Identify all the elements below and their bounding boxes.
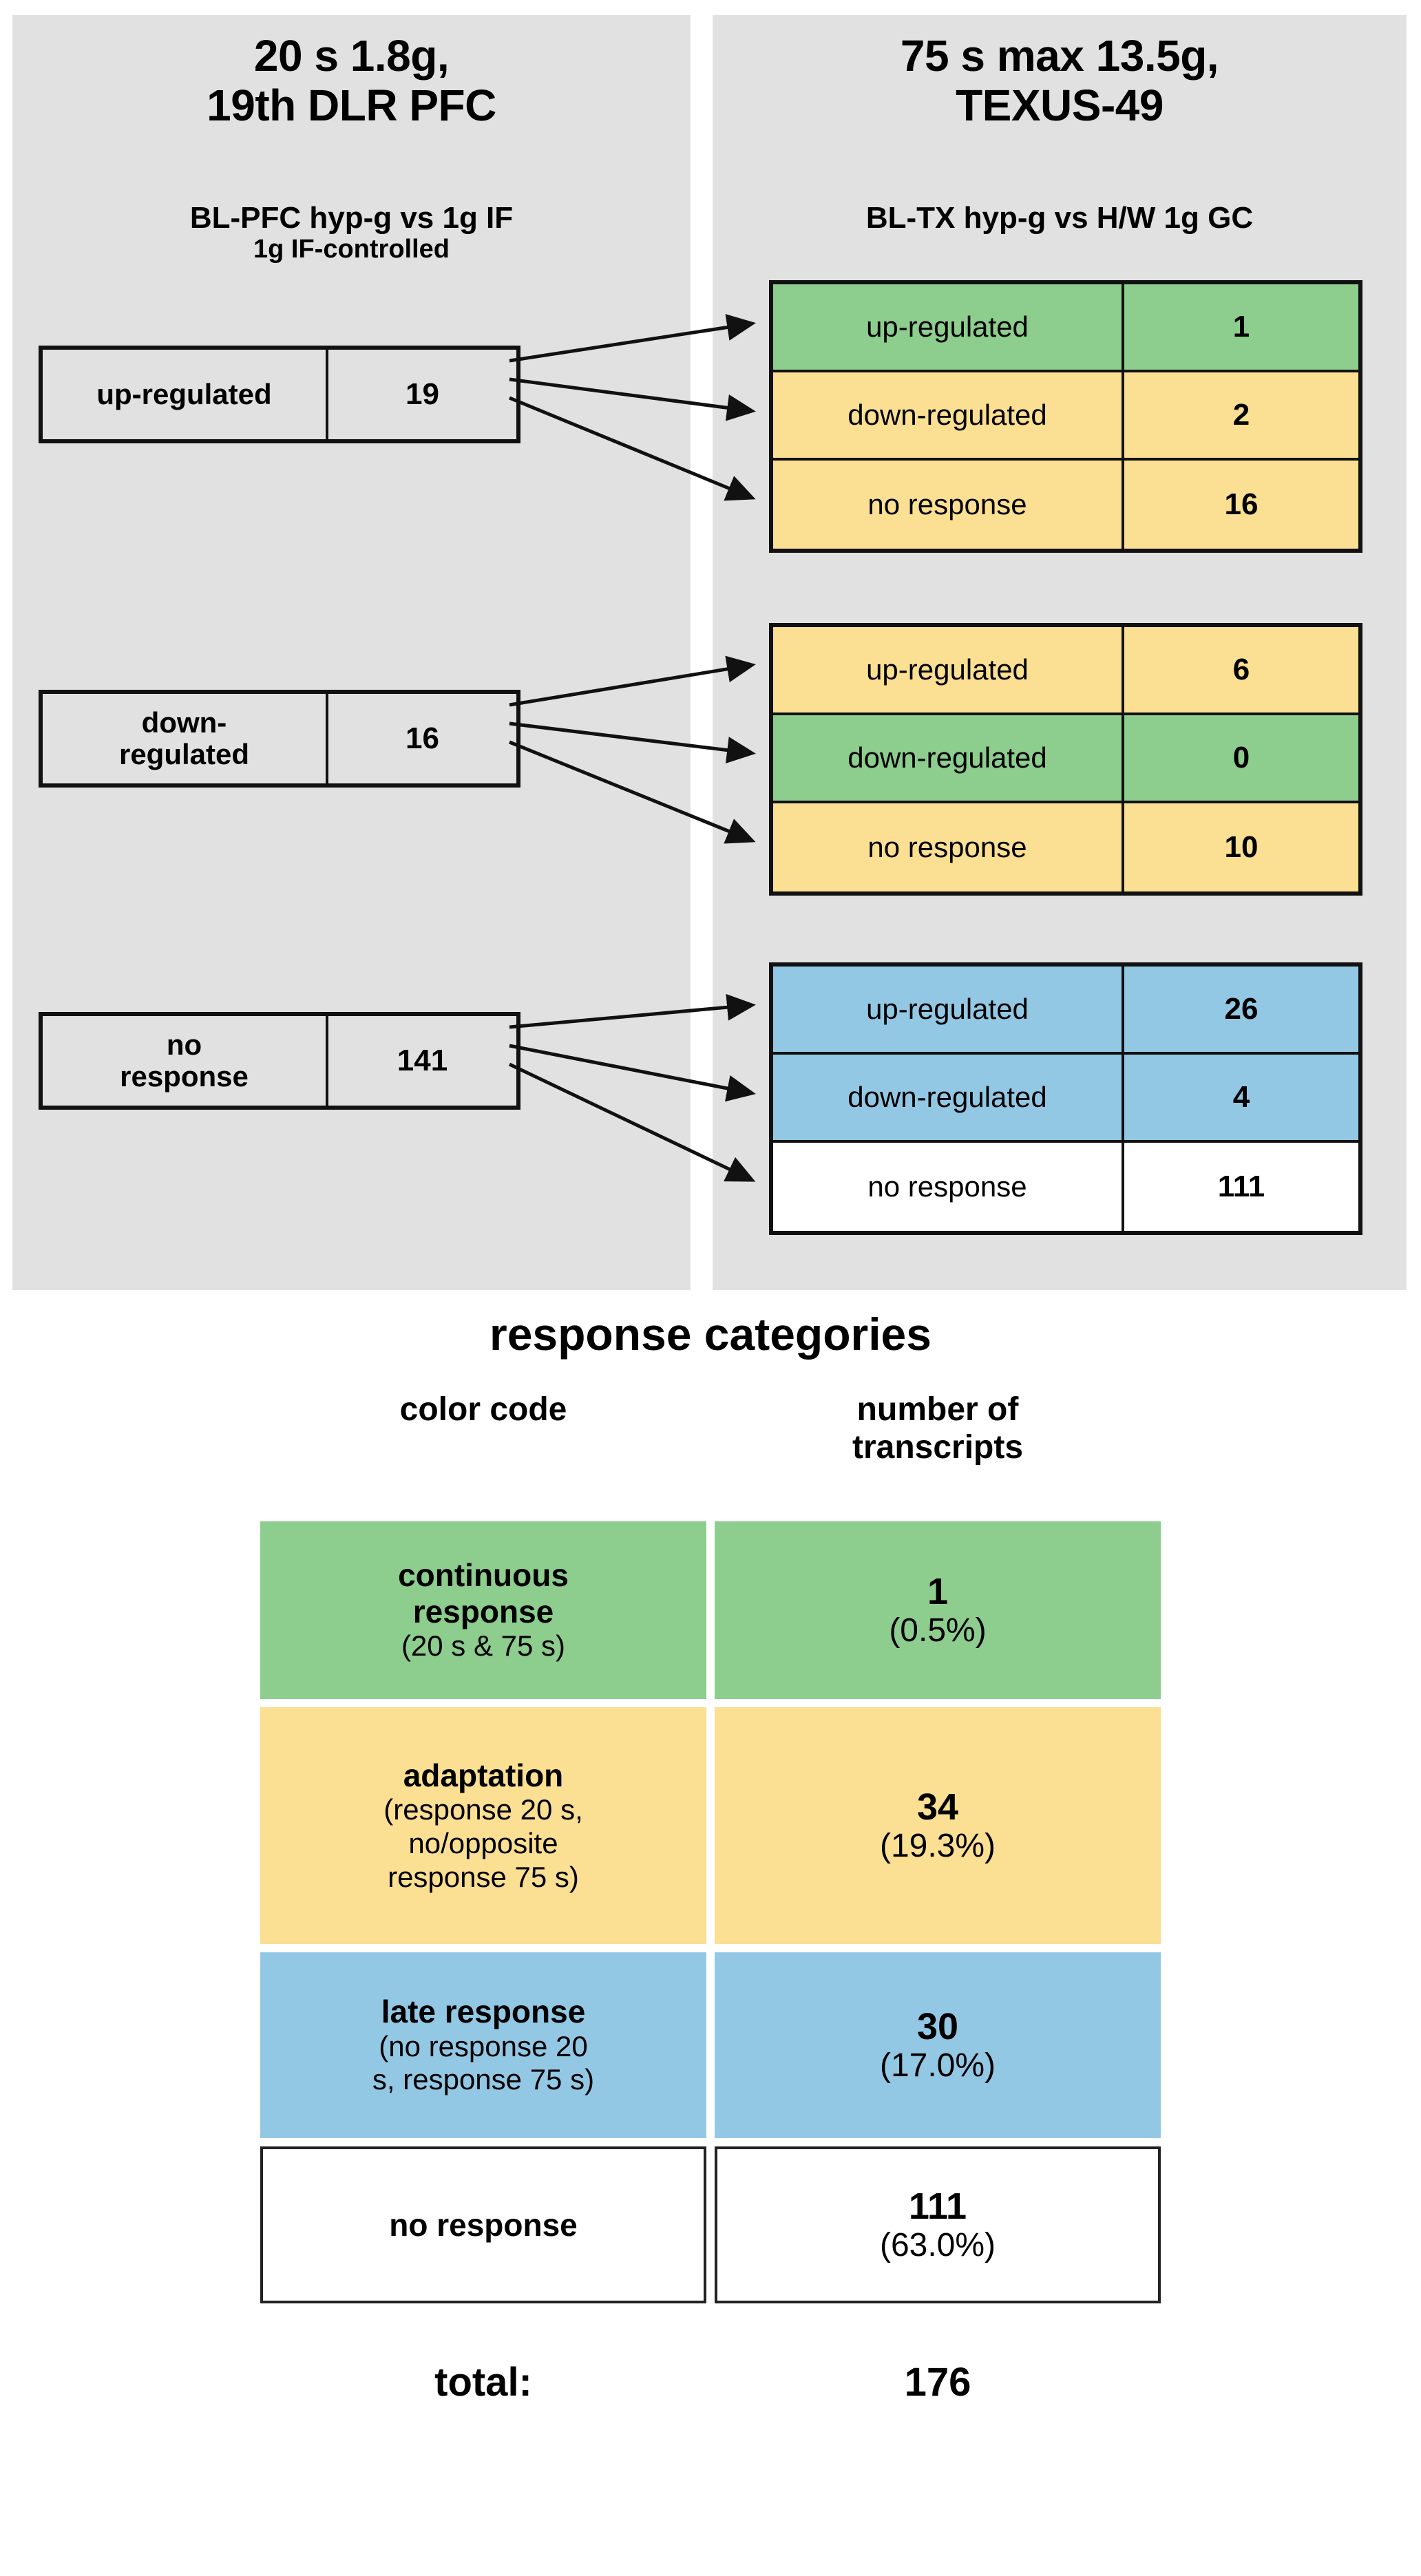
legend-count-number: 111 bbox=[908, 2185, 967, 2227]
right-panel-subtitle: BL-TX hyp-g vs H/W 1g GC bbox=[865, 201, 1254, 235]
legend-count-percent: (0.5%) bbox=[889, 1612, 987, 1649]
table-row: up-regulated 26 bbox=[773, 967, 1358, 1055]
legend-header-transcripts-line1: number of bbox=[856, 1391, 1019, 1428]
result-label: down-regulated bbox=[773, 715, 1124, 801]
legend-total-value: 176 bbox=[904, 2360, 971, 2405]
result-value: 0 bbox=[1232, 741, 1250, 774]
result-value: 10 bbox=[1224, 830, 1259, 864]
result-value: 2 bbox=[1232, 398, 1250, 432]
table-row: up-regulated 1 bbox=[773, 284, 1358, 372]
right-panel-title-line1: 75 s max 13.5g, bbox=[900, 31, 1219, 81]
left-panel-subtitle: BL-PFC hyp-g vs 1g IF 1g IF-controlled bbox=[12, 201, 691, 264]
legend-title: response categories bbox=[490, 1309, 931, 1360]
legend-header-color-code: color code bbox=[399, 1391, 567, 1428]
table-row: no response 16 bbox=[773, 461, 1358, 549]
legend-count-percent: (17.0%) bbox=[879, 2047, 996, 2084]
source-box-count: 141 bbox=[397, 1044, 448, 1077]
legend-count-cell: 30 (17.0%) bbox=[715, 1952, 1161, 2138]
table-row: up-regulated 6 bbox=[773, 627, 1358, 715]
legend-category-name: no response bbox=[389, 2206, 578, 2243]
left-panel: 20 s 1.8g, 19th DLR PFC BL-PFC hyp-g vs … bbox=[12, 15, 691, 1290]
comparison-diagram: 20 s 1.8g, 19th DLR PFC BL-PFC hyp-g vs … bbox=[12, 15, 1407, 1290]
result-label: down-regulated bbox=[773, 1055, 1124, 1140]
right-panel-title-line2: TEXUS-49 bbox=[956, 80, 1164, 130]
legend-count-cell: 34 (19.3%) bbox=[715, 1707, 1161, 1944]
source-box: down-regulated 16 bbox=[39, 690, 520, 788]
legend-count-cell: 111 (63.0%) bbox=[715, 2146, 1161, 2303]
result-value: 1 bbox=[1232, 310, 1250, 344]
result-value: 16 bbox=[1224, 487, 1259, 521]
result-label: up-regulated bbox=[773, 627, 1124, 712]
legend-category-name: late response bbox=[381, 1994, 586, 2030]
result-table: up-regulated 1 down-regulated 2 no respo… bbox=[769, 280, 1362, 553]
legend-count-number: 30 bbox=[916, 2005, 959, 2047]
source-box-label: down-regulated bbox=[43, 694, 328, 783]
source-box-label: up-regulated bbox=[43, 350, 328, 439]
legend-count-number: 34 bbox=[916, 1786, 959, 1828]
result-label: up-regulated bbox=[773, 284, 1124, 370]
legend-header-transcripts: number of transcripts bbox=[715, 1391, 1161, 1466]
table-row: down-regulated 4 bbox=[773, 1055, 1358, 1143]
result-value: 26 bbox=[1224, 992, 1259, 1026]
legend-category-name: adaptation bbox=[403, 1757, 564, 1793]
legend-color-cell: no response bbox=[260, 2146, 706, 2303]
legend-total-label: total: bbox=[434, 2360, 532, 2405]
source-box-count: 16 bbox=[406, 721, 439, 755]
left-panel-subtitle-line1: BL-PFC hyp-g vs 1g IF bbox=[189, 201, 514, 235]
left-panel-title-line1: 20 s 1.8g, bbox=[253, 31, 450, 81]
right-panel-title: 75 s max 13.5g, TEXUS-49 bbox=[713, 31, 1407, 130]
result-label: up-regulated bbox=[773, 967, 1124, 1052]
legend-count-percent: (63.0%) bbox=[879, 2227, 996, 2264]
table-row: no response 10 bbox=[773, 803, 1358, 891]
result-value: 4 bbox=[1232, 1080, 1250, 1114]
legend-count-number: 1 bbox=[927, 1570, 949, 1612]
result-label: no response bbox=[773, 1143, 1124, 1231]
result-label: down-regulated bbox=[773, 372, 1124, 458]
legend-count-percent: (19.3%) bbox=[879, 1828, 996, 1865]
table-row: down-regulated 0 bbox=[773, 715, 1358, 803]
left-panel-title: 20 s 1.8g, 19th DLR PFC bbox=[12, 31, 691, 130]
result-label: no response bbox=[773, 461, 1124, 549]
left-panel-title-line2: 19th DLR PFC bbox=[207, 80, 496, 130]
legend-section: response categories color code number of… bbox=[0, 1308, 1421, 2576]
table-row: down-regulated 2 bbox=[773, 372, 1358, 461]
result-value: 111 bbox=[1217, 1170, 1265, 1203]
result-table: up-regulated 26 down-regulated 4 no resp… bbox=[769, 962, 1362, 1235]
legend-category-desc: (20 s & 75 s) bbox=[401, 1629, 566, 1662]
legend-count-cell: 1 (0.5%) bbox=[715, 1521, 1161, 1699]
left-panel-subtitle-line2: 1g IF-controlled bbox=[253, 235, 450, 264]
result-table: up-regulated 6 down-regulated 0 no respo… bbox=[769, 623, 1362, 896]
result-value: 6 bbox=[1232, 653, 1250, 686]
table-row: no response 111 bbox=[773, 1143, 1358, 1231]
legend-header-transcripts-line2: transcripts bbox=[852, 1429, 1024, 1466]
source-box-count: 19 bbox=[406, 377, 439, 411]
source-box: up-regulated 19 bbox=[39, 346, 520, 443]
result-label: no response bbox=[773, 803, 1124, 891]
legend-row: no response 111 (63.0%) bbox=[260, 2146, 1161, 2303]
legend-total-row: total: 176 bbox=[260, 2359, 1161, 2405]
